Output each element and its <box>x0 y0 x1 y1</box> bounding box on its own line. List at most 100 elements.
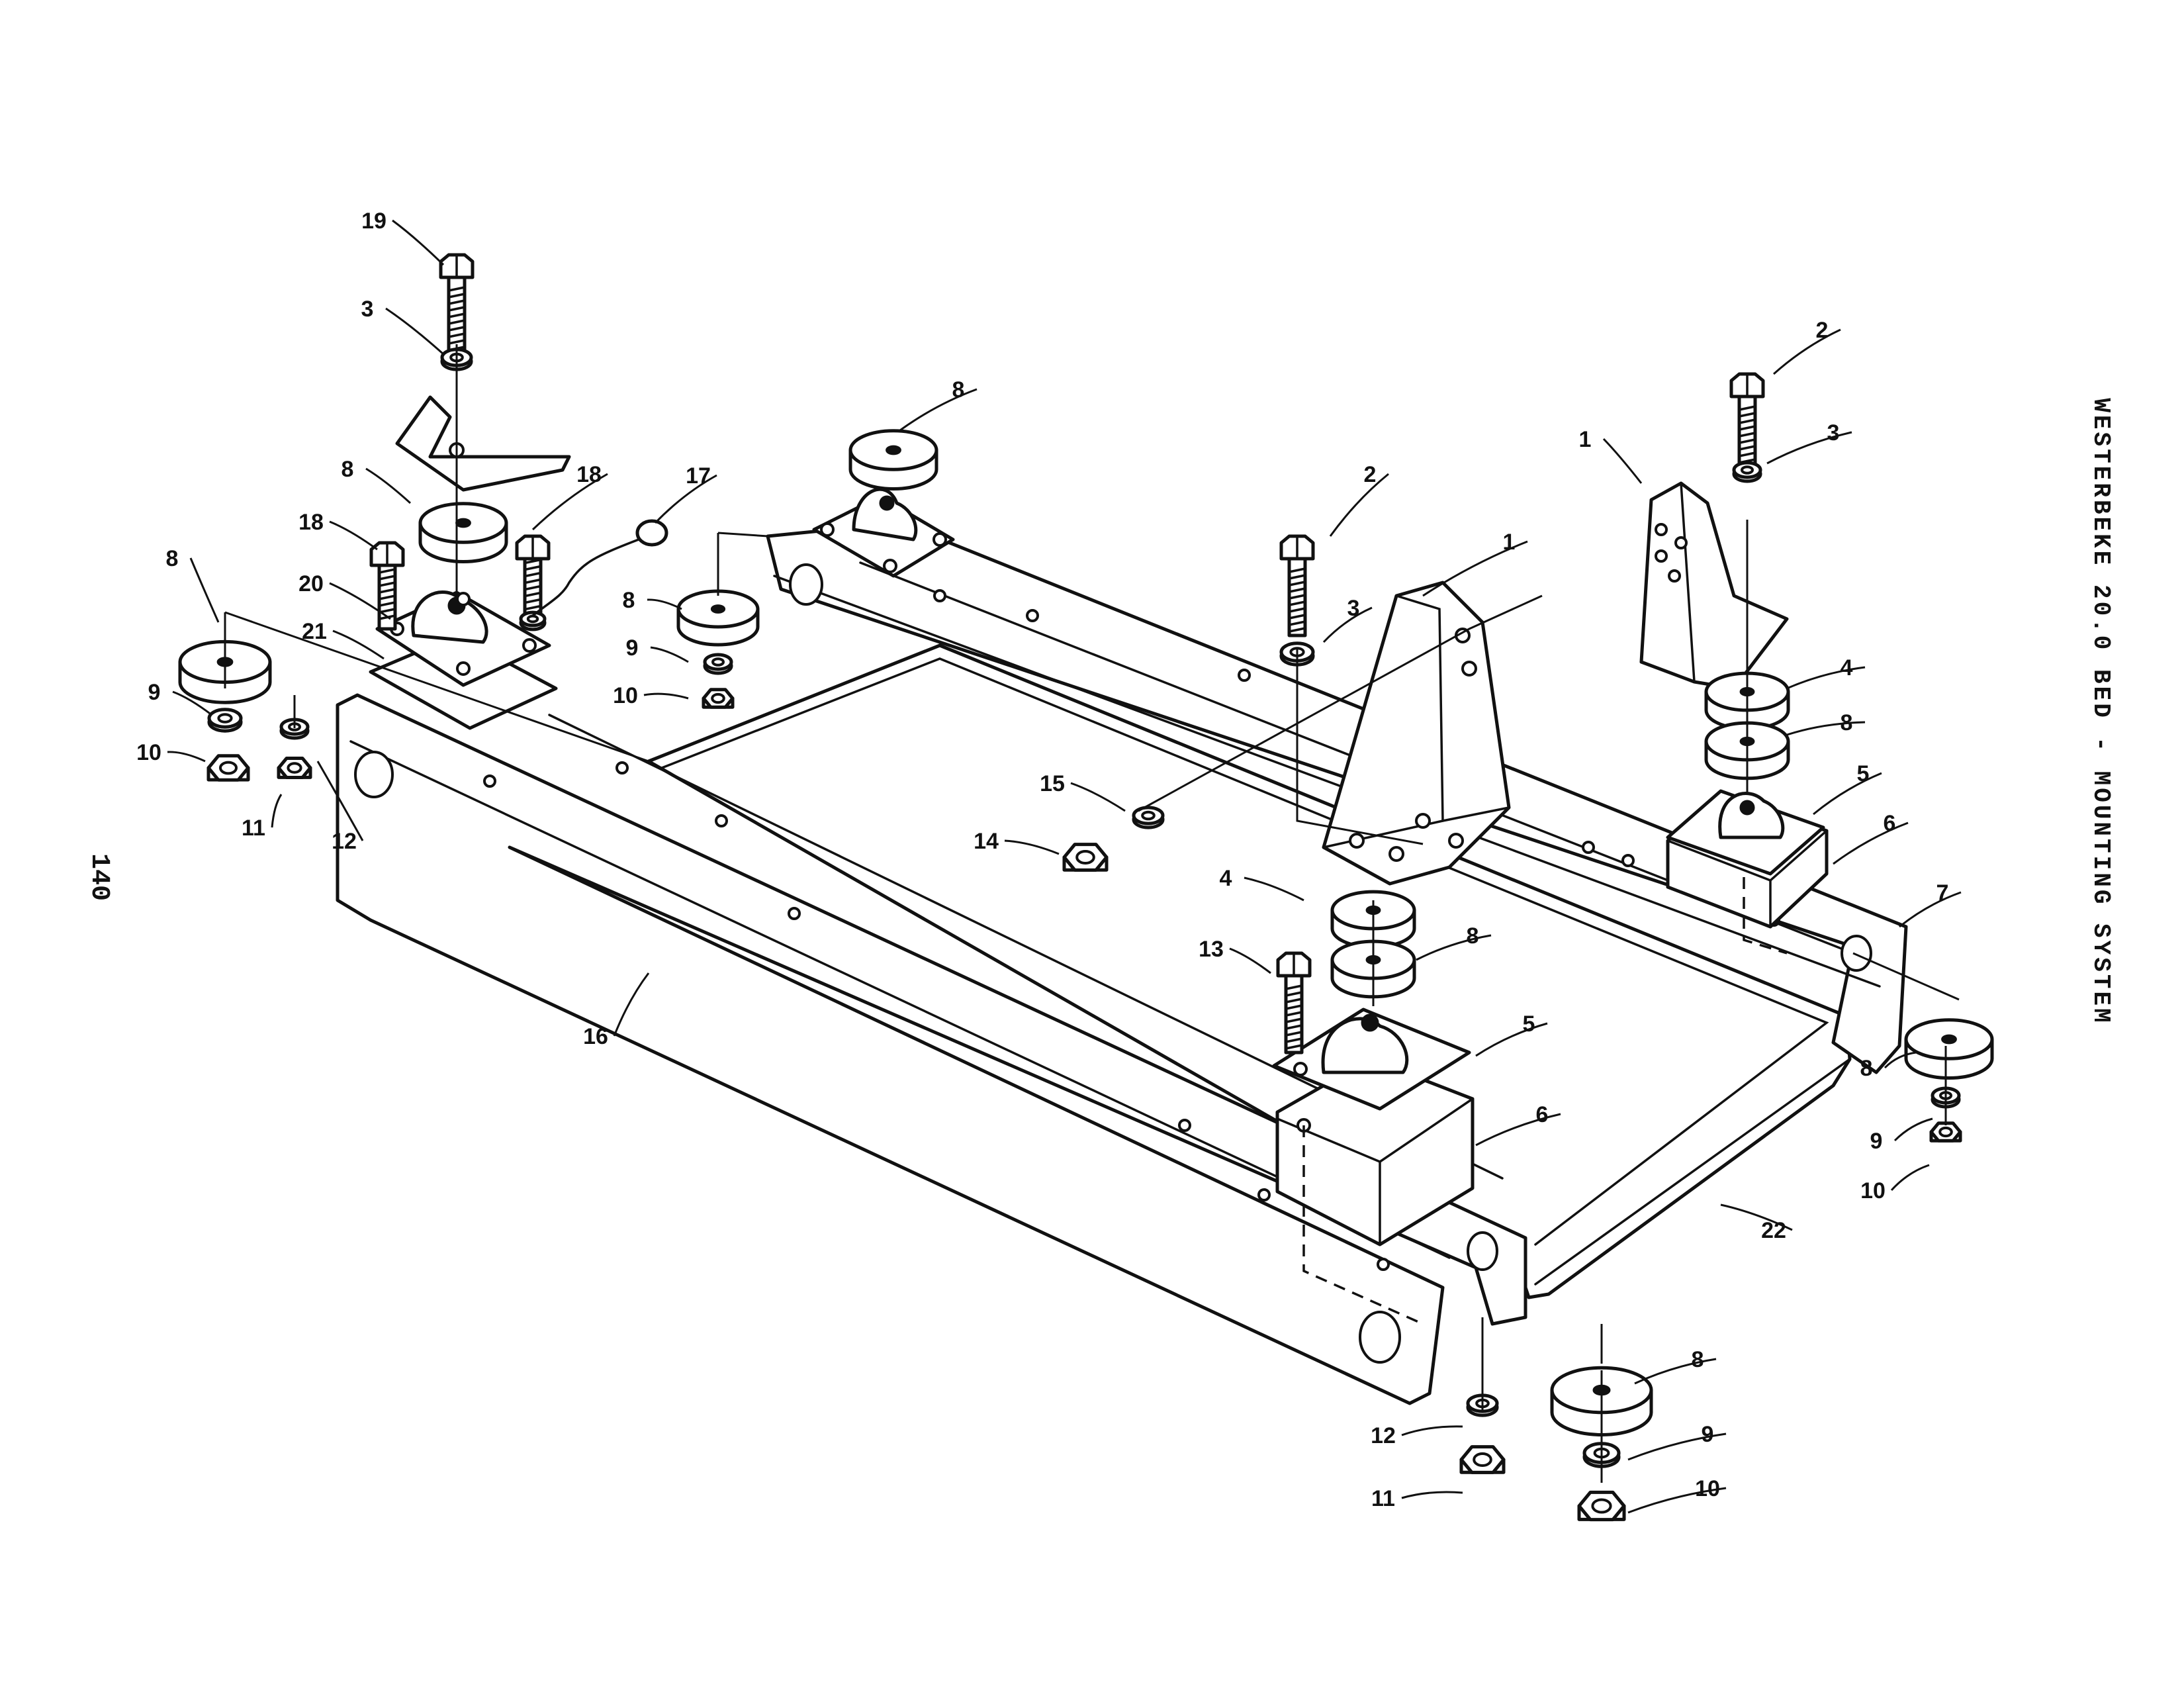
callout-number: 8 <box>166 546 179 571</box>
rubber-pad <box>1904 1018 1994 1080</box>
angle-bracket <box>395 395 571 492</box>
hex-nut <box>702 688 735 709</box>
callout-number: 3 <box>1827 420 1840 445</box>
callout-number: 11 <box>1371 1486 1395 1511</box>
callout-leader <box>1475 1022 1548 1057</box>
callout-leader <box>1813 772 1882 816</box>
callout-number: 9 <box>1702 1422 1714 1447</box>
callout-number: 17 <box>686 463 711 489</box>
callout-number: 4 <box>1220 866 1232 891</box>
callout-leader <box>1244 876 1304 902</box>
callout-leader <box>1899 891 1962 928</box>
callout-leader <box>1890 1164 1930 1192</box>
callout-leader <box>1229 947 1271 974</box>
callout-number: 1 <box>1503 530 1516 555</box>
callout-leader <box>332 630 385 660</box>
callout-leader <box>899 388 978 432</box>
callout-number: 13 <box>1199 937 1224 962</box>
callout-leader <box>392 219 445 266</box>
hex-nut <box>1459 1445 1506 1474</box>
washer <box>207 708 243 733</box>
callout-number: 3 <box>1347 596 1360 621</box>
callout-number: 19 <box>361 209 387 234</box>
callout-leader <box>1475 1113 1561 1147</box>
callout-number: 8 <box>1467 923 1479 949</box>
engine-bracket-center <box>1322 581 1511 886</box>
callout-leaders <box>167 219 1962 1514</box>
hex-nut <box>1062 843 1109 872</box>
hex-nut <box>1929 1121 1962 1143</box>
callout-number: 8 <box>952 377 965 402</box>
assembly-centerlines <box>224 344 1960 1483</box>
callout-leader <box>1422 540 1528 597</box>
callout-number: 12 <box>1371 1423 1396 1448</box>
callout-leader <box>531 473 608 531</box>
callout-number: 21 <box>302 619 327 644</box>
washer <box>1466 1393 1499 1417</box>
callout-number: 8 <box>1860 1056 1873 1081</box>
callout-number: 22 <box>1761 1218 1786 1243</box>
callout-leader <box>1602 438 1643 484</box>
callout-number: 6 <box>1536 1102 1549 1127</box>
callout-number: 18 <box>576 462 602 487</box>
rubber-pad <box>418 502 508 563</box>
callout-number: 10 <box>136 740 161 765</box>
left-mounting-rail <box>336 693 1527 1405</box>
side-title: WESTERBEKE 20.0 BED - MOUNTING SYSTEM <box>2087 398 2115 1025</box>
callout-leader <box>1893 1117 1933 1142</box>
callout-number: 2 <box>1364 462 1377 487</box>
callout-number: 6 <box>1884 811 1896 836</box>
callout-number: 11 <box>242 816 265 841</box>
callout-number: 3 <box>361 297 374 322</box>
callout-number: 10 <box>1860 1178 1886 1203</box>
callout-leader <box>1627 1432 1727 1461</box>
callout-leader <box>1627 1487 1727 1514</box>
page-number: 140 <box>84 853 114 901</box>
callout-leader <box>316 761 364 841</box>
callout-leader <box>365 467 412 504</box>
callout-number: 18 <box>298 510 324 535</box>
callout-leader <box>167 751 206 763</box>
callout-leader <box>647 598 682 610</box>
callout-leader <box>189 557 220 623</box>
callout-leader <box>1401 1425 1463 1436</box>
callout-leader <box>654 474 717 524</box>
callout-number: 10 <box>613 683 638 708</box>
rubber-pad <box>676 589 760 647</box>
hardware-parts <box>178 253 1994 1522</box>
hex-bolt <box>1279 534 1315 637</box>
callout-number: 9 <box>148 680 161 705</box>
callout-leader <box>650 646 689 663</box>
callout-number: 8 <box>341 457 354 482</box>
callout-number: 5 <box>1857 761 1870 786</box>
callout-leader <box>271 794 283 828</box>
callout-number: 2 <box>1816 318 1829 343</box>
callout-leader <box>1773 328 1841 375</box>
callout-number: 4 <box>1841 655 1853 680</box>
callout-number: 15 <box>1040 771 1065 796</box>
callout-number: 9 <box>626 635 639 661</box>
callout-number: 8 <box>623 588 635 613</box>
right-mounting-rail <box>766 521 1908 1074</box>
callout-leader <box>1786 666 1866 690</box>
callout-number: 8 <box>1841 710 1853 735</box>
center-isolator-block <box>1272 1008 1475 1325</box>
callout-number: 7 <box>1936 880 1949 906</box>
hex-nut <box>1577 1490 1626 1522</box>
callout-leader <box>1401 1491 1463 1499</box>
front-right-isolator-block <box>1666 789 1829 955</box>
rear-isolator-mount <box>812 487 955 578</box>
callout-leader <box>1004 839 1060 855</box>
callout-leader <box>329 520 378 551</box>
callout-leader <box>385 307 445 355</box>
callout-leader <box>1884 1051 1917 1069</box>
ground-eyelet <box>635 519 668 547</box>
callout-leader <box>1329 473 1389 537</box>
callout-leader <box>1720 1203 1793 1231</box>
hex-nut <box>277 757 312 779</box>
callout-number: 10 <box>1695 1476 1720 1501</box>
callout-number: 14 <box>974 829 999 854</box>
